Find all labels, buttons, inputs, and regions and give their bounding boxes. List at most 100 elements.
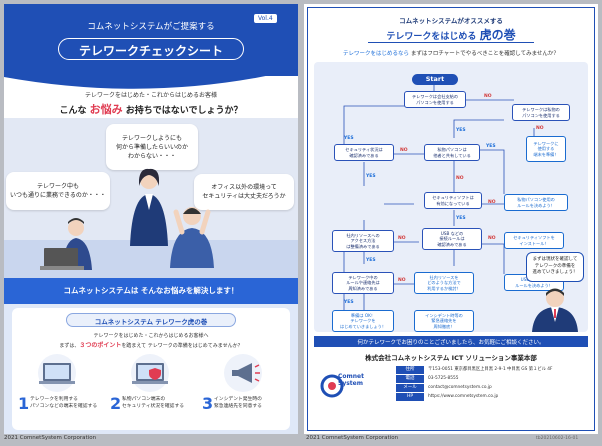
book-line-2-emphasis: ３つのポイント [79,342,122,349]
question-emphasis: お悩み [89,103,123,116]
flow-node-rules-announced: テレワーク中の ルールや連絡先は 周知済みである [332,272,394,294]
p2-subtitle: コムネットシステムがオススメする [399,17,503,25]
flyer-page-right: コムネットシステムがオススメする テレワークをはじめる 虎の巻 テレワークをはじ… [304,4,598,434]
flow-result-own-pc-rules: 私物パソコン使用の ルールを決めよう！ [504,194,568,211]
worry-bubble-center: テレワークしようにも 何から準備したらいいのか わからない・・・ [106,124,198,170]
yes-label: YES [486,144,496,149]
yes-label: YES [344,300,354,305]
no-label: NO [398,236,406,241]
yes-label: YES [366,258,376,263]
book-line-2-b: を踏まえて テレワークの準備をはじめてみませんか？ [121,343,243,349]
info-row: 電話 03-5725-8555 [396,375,586,383]
flow-result-install-security: セキュリティソフトを インストール！ [504,232,564,249]
yes-label: YES [456,128,466,133]
businessman-illustration [532,288,578,332]
book-title-box [66,313,236,327]
flow-result-emergency-contact: インシデント時等の 緊急連絡先を 周知徹底！ [414,310,474,332]
header-subtitle: コムネットシステムがご提案する [87,22,215,32]
solve-text: コムネットシステムは そんなお悩みを解決します！ [63,286,239,295]
point-text: テレワークを利用する パソコンなどの端末を確認する [30,397,98,410]
security-laptop-icon [131,354,169,392]
worker-woman-illustration [130,168,168,246]
p2-title-b: 虎の巻 [479,28,516,42]
no-label: NO [398,278,406,283]
question-post: お持ちではないでしょうか？ [122,106,243,116]
vol-badge: Vol.4 [254,14,277,23]
p2-title-a: テレワークをはじめる [386,32,480,42]
no-label: NO [488,200,496,205]
info-key: 住所 [396,366,424,374]
no-label: NO [536,126,544,131]
no-label: NO [484,94,492,99]
worry-bubble-right: オフィス以外の環境って セキュリティは大丈夫だろうか [194,174,294,210]
intro-text: テレワークをはじめた・これからはじめるお客様 [84,92,217,99]
flow-node-access-method: 社内リソースへの アクセス方法 は整備済みである [332,230,394,252]
info-value: contact@comnetsystem.co.jp [428,385,492,390]
point-text: 私物パソコン端末の セキュリティ状況を確認する [122,397,185,410]
consult-band [314,336,588,347]
worker-laptop-illustration [40,218,92,270]
point-number: 2 [110,394,122,413]
point-item-3: 3 インシデント発生時の 緊急連絡先を同意する [202,394,292,424]
worry-bubble-left: テレワーク中も いつも通りに業務できるのか・・・ [6,172,110,210]
book-title: コムネットシステム テレワーク虎の巻 [94,318,208,326]
point-number: 3 [202,394,214,413]
company-info-table: 住所〒153-0051 東京都目黒区上目黒 2-9-1 中目黒 GS 第１ビル … [396,366,586,402]
info-row: メール contact@comnetsystem.co.jp [396,384,586,392]
footer-right: 2021 ComnetSystem Corporation [306,435,399,441]
start-pill: Start [412,74,458,85]
megaphone-icon [224,354,262,392]
no-label: NO [488,236,496,241]
point-text: インシデント発生時の 緊急連絡先を同意する [214,397,262,410]
flow-node-usb-rules: USB などの 接続ルールは 確認済みである [422,228,482,250]
laptop-icon [38,354,76,392]
flow-result-ready: 準備は OK！ テレワークを はじめていきましょう！ [332,310,394,332]
point-item-1: 1 テレワークを利用する パソコンなどの端末を確認する [18,394,108,424]
flow-node-security-checked: セキュリティ状況は 確認済みである [334,144,394,161]
point-number: 1 [18,394,30,413]
info-value: 〒153-0051 東京都目黒区上目黒 2-9-1 中目黒 GS 第１ビル 4F [428,367,553,372]
no-label: NO [400,148,408,153]
p2-title: テレワークをはじめる 虎の巻 [304,26,598,43]
point-item-2: 2 私物パソコン端末の セキュリティ状況を確認する [110,394,200,424]
info-key: HP [396,393,424,401]
yes-label: YES [366,174,376,179]
p2-sub-line: テレワークをはじめるなら まずはフロチャートでやるべきことを確認してみませんか？ [304,49,598,57]
header-title: テレワークチェックシート [78,44,223,58]
company-logo-text: Comnet System [338,373,364,387]
flow-node-own-pc: テレワークは私物の パソコンを使用する [512,104,570,121]
solve-band [4,278,298,304]
flow-node-company-pc: テレワークは会社支給の パソコンを使用する [404,91,466,108]
p2-title-line [368,42,534,43]
flyer-page-left: Vol.4 コムネットシステムがご提案する テレワークチェックシート テレワーク… [4,4,298,434]
document-code: tb20210602-16-01 [536,436,579,441]
footer-left: 2021 ComnetSystem Corporation [4,435,97,441]
company-logo-icon [320,374,344,398]
flow-result-prepare-device: テレワークに 使用する 端末を準備！ [526,136,566,162]
consult-text: 何かテレワークでお困りのことございましたら、お気軽にご相談ください。 [357,340,545,346]
info-row: HP https://www.comnetsystem.co.jp [396,393,586,401]
info-value: https://www.comnetsystem.co.jp [428,394,499,399]
page2-frame [307,7,595,431]
header-title-box [58,38,244,60]
p2-sub-a: テレワークをはじめるなら [343,51,410,57]
book-line-2-a: まずは、 [59,343,80,349]
flow-node-security-software: セキュリティソフトは 有効になっている [424,192,482,209]
info-value: 03-5725-8555 [428,376,459,381]
question-pre: こんな [59,106,90,116]
question-line: こんな お悩み お持ちではないでしょうか？ [4,101,298,117]
flow-node-shared-pc: 私物パソコンは 他者と共有している [424,144,480,161]
p2-sub-b: まずはフロチャートでやるべきことを確認してみませんか？ [410,51,559,57]
flow-result-resource-access: 社内リソースを どのような方法で 利用するか検討！ [414,272,474,294]
book-line-1: テレワークをはじめた・これからはじめるお客様へ [93,333,209,339]
info-row: 住所〒153-0051 東京都目黒区上目黒 2-9-1 中目黒 GS 第１ビル … [396,366,586,374]
header-wave [4,59,298,89]
no-label: NO [456,176,464,181]
info-key: メール [396,384,424,392]
yes-label: YES [456,216,466,221]
info-key: 電話 [396,375,424,383]
book-line-2: まずは、３つのポイントを踏まえて テレワークの準備をはじめてみませんか？ [4,340,298,349]
worker-worried-illustration [170,207,214,268]
side-advice-bubble: まずは現状を確認して テレワークの準備を 進めていきましょう！ [526,252,584,282]
company-name: 株式会社コムネットシステム ICT ソリューション事業本部 [365,354,537,362]
